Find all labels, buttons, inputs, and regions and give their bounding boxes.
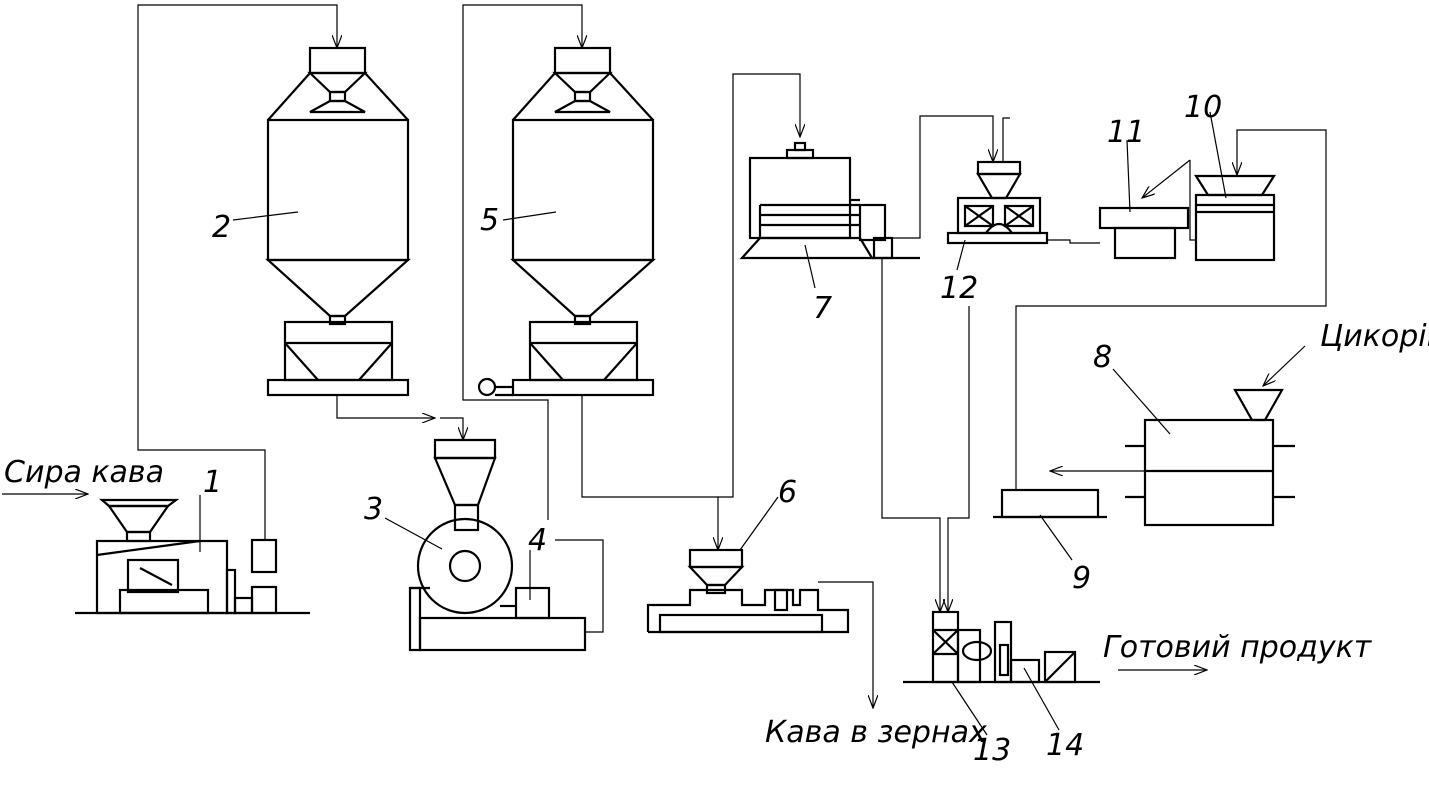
label-2: 2 [212,210,231,245]
equipment-13-14-packaging [903,610,1100,684]
caption-chicory: Цикорій [1320,319,1429,354]
equipment-12-mill [946,160,1049,245]
label-10: 10 [1184,90,1222,125]
equipment-1-separator [75,498,310,615]
caption-product: Готовий продукт [1103,630,1373,665]
flow-lines [2,4,1327,708]
equipment-3-roaster [408,438,587,652]
label-4: 4 [528,523,547,558]
equipment-8-mixer [1125,388,1295,527]
label-5: 5 [480,203,499,238]
label-14: 14 [1046,728,1084,763]
number-labels: 1 2 3 4 5 6 7 8 9 10 11 12 13 14 [203,90,1222,768]
equipment-10-unit [1194,174,1276,262]
label-13: 13 [973,733,1011,768]
label-3: 3 [364,492,383,527]
caption-raw-coffee: Сира кава [4,455,164,490]
equipment-9-conveyor [993,488,1107,519]
equipment-5-silo [477,46,656,397]
equipment-11-unit [1098,206,1190,260]
label-8: 8 [1093,340,1112,375]
equipment-2-silo [265,46,411,397]
captions: Сира кава Цикорій Кава в зернах Готовий … [4,319,1429,750]
label-11: 11 [1107,115,1145,150]
caption-beans: Кава в зернах [765,715,987,750]
label-12: 12 [940,271,978,306]
label-1: 1 [203,465,222,500]
equipment-7-stone-separator [739,141,920,260]
equipment-6-cooler [646,548,850,634]
leader-lines [199,111,1227,736]
label-7: 7 [813,291,832,326]
label-6: 6 [778,475,797,510]
label-9: 9 [1072,561,1091,596]
